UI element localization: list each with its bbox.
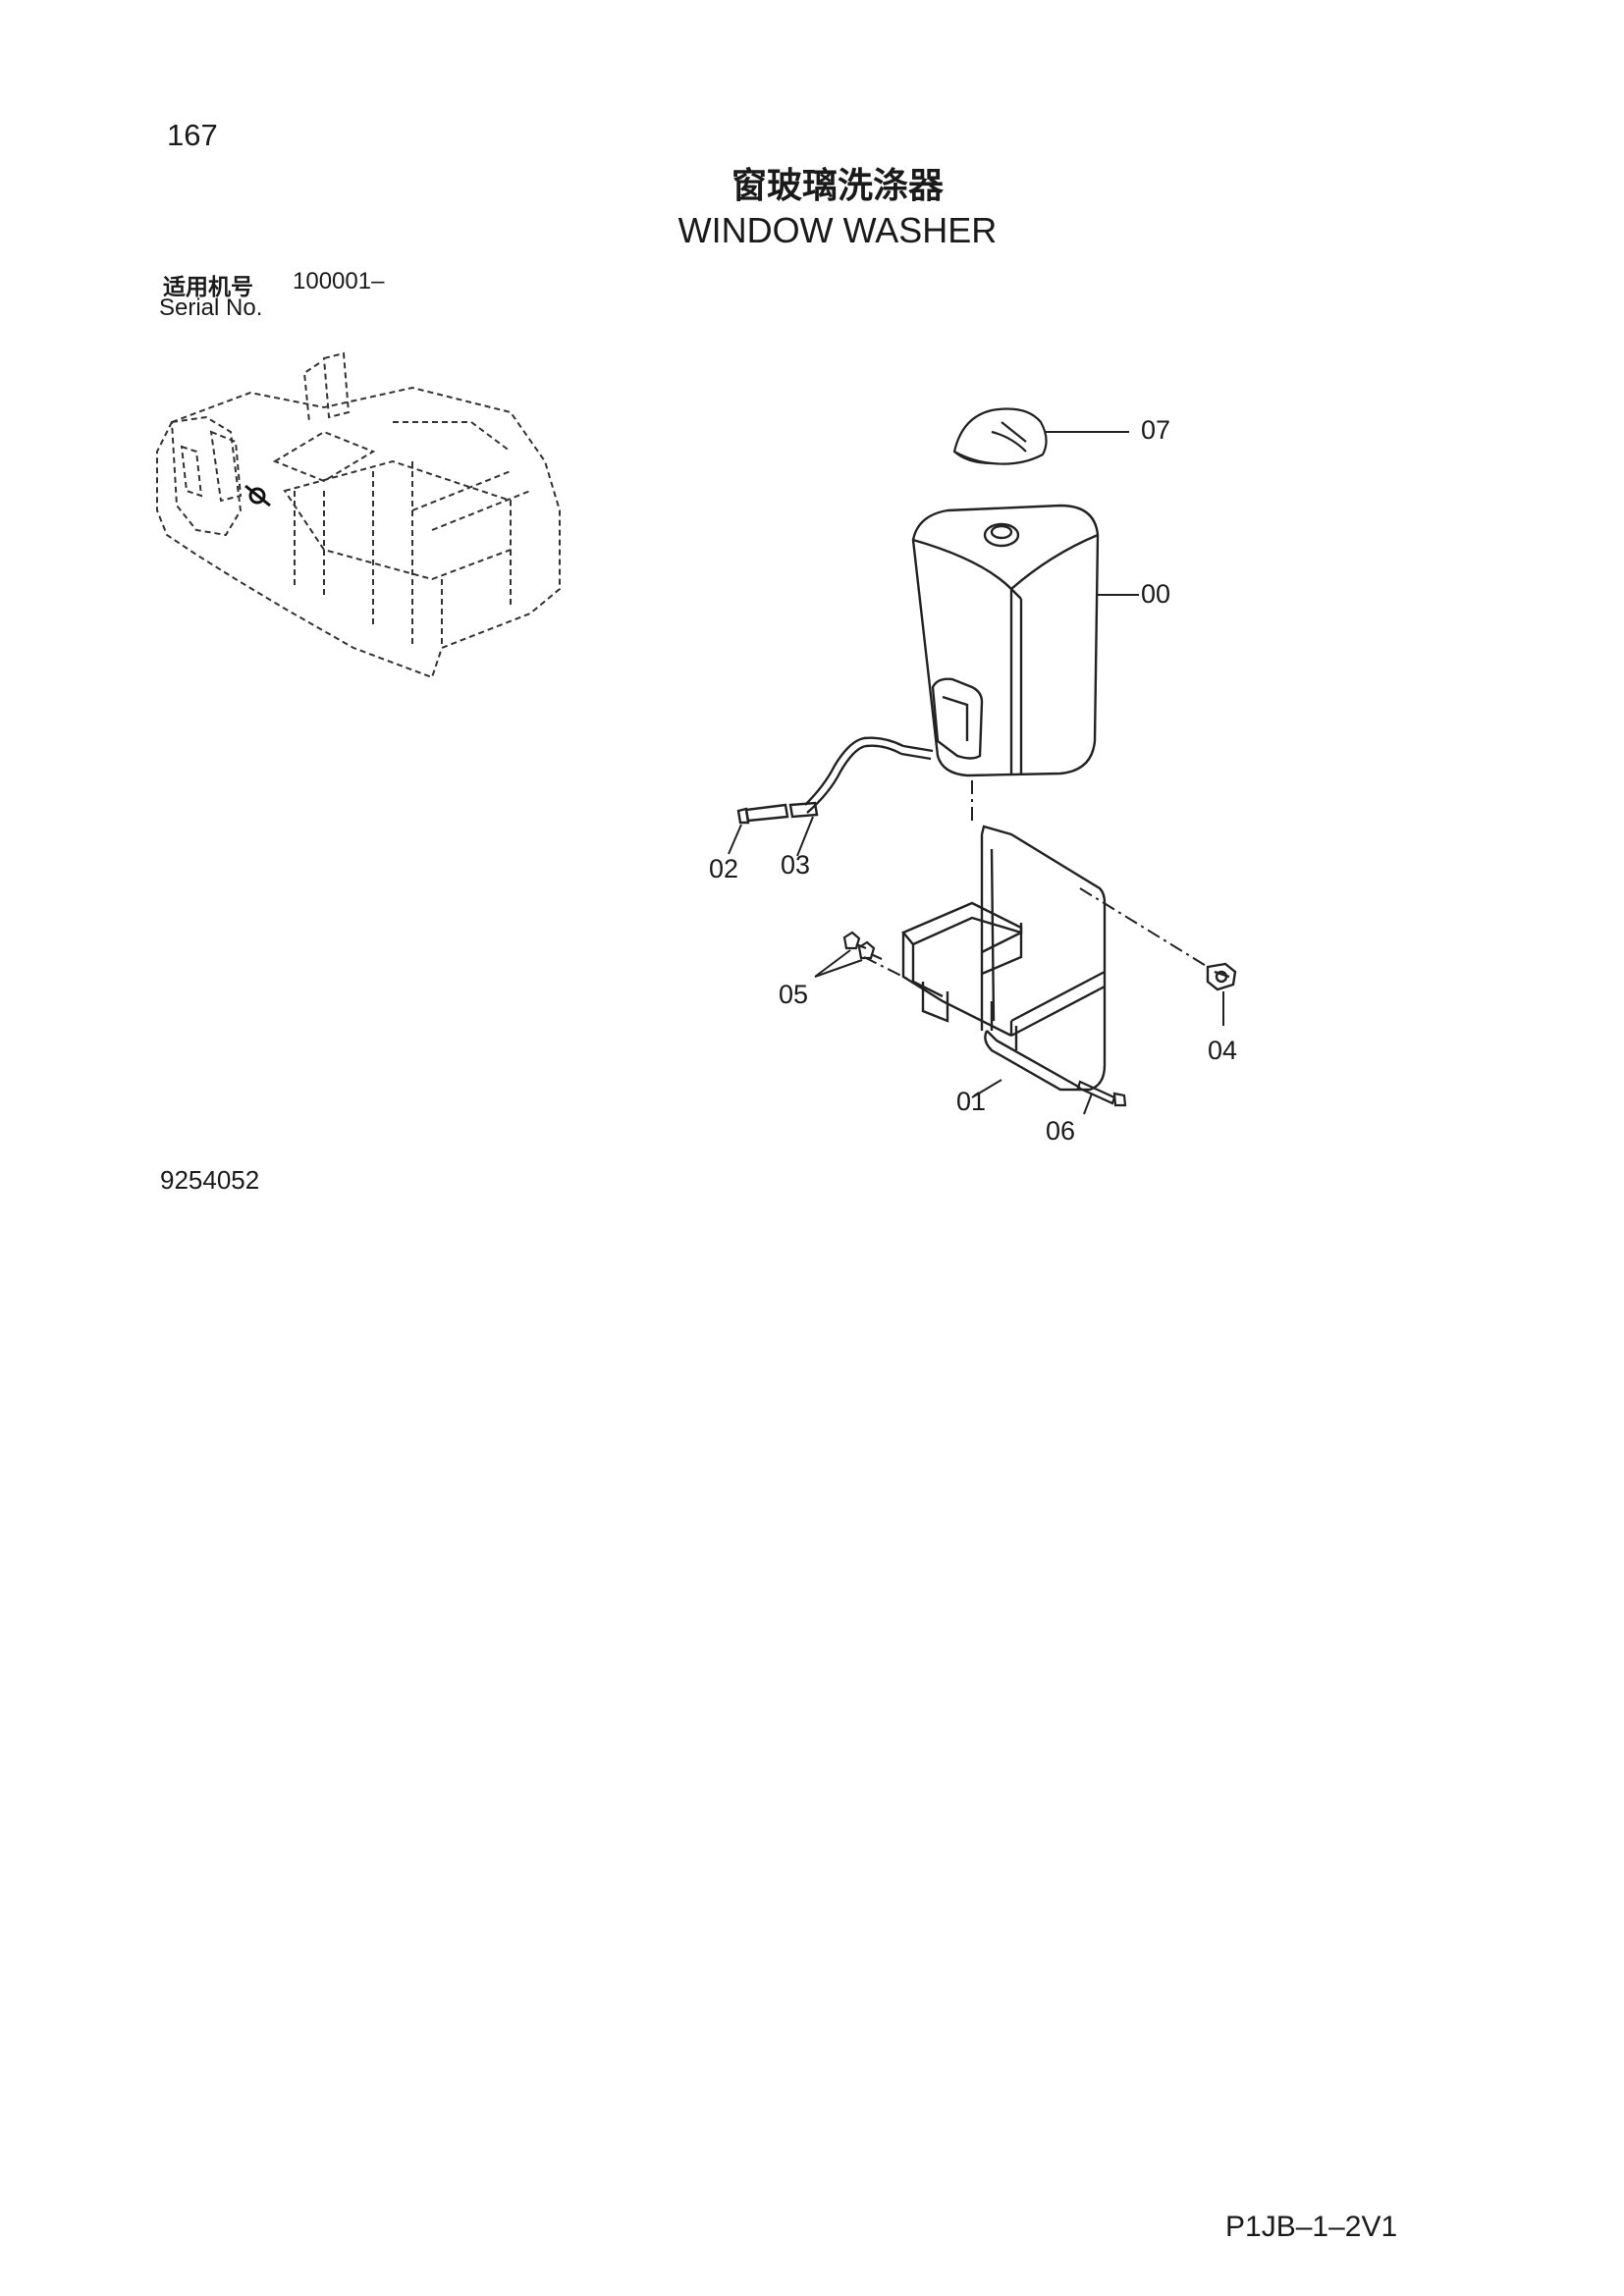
washer-tank-drawing [911,504,1100,777]
serial-number-range: 100001– [293,268,385,294]
bolt-06-drawing [1076,1080,1127,1107]
callout-01: 01 [956,1087,987,1116]
bolts-05-drawing [842,931,883,961]
callout-06: 06 [1046,1116,1076,1146]
page-number: 167 [167,118,218,152]
drawing-number: 9254052 [160,1165,260,1195]
leader-line-06 [1083,1093,1093,1115]
washer-hose-drawing [736,736,934,825]
callout-04: 04 [1208,1036,1238,1065]
callout-03: 03 [781,850,811,880]
assembly-lines [863,780,1209,988]
washer-location-marker [244,484,271,507]
callout-00: 00 [1141,579,1171,609]
machine-locator-drawing [156,351,561,679]
tank-bracket-drawing [901,825,1107,1092]
page-code: P1JB–1–2V1 [1225,2211,1398,2243]
leader-line-03 [796,816,814,857]
callout-07: 07 [1141,415,1171,445]
serial-label-english: Serial No. [159,294,263,321]
callout-02: 02 [709,854,739,883]
leader-line-01 [971,1079,1002,1098]
page-title-chinese: 窗玻璃洗涤器 [731,166,944,206]
page-title-english: WINDOW WASHER [677,210,998,250]
washer-cap-drawing [952,407,1048,465]
bolt-04-drawing [1206,962,1237,991]
serial-label-chinese: 适用机号 [163,275,253,300]
leader-line-05 [814,949,863,978]
leader-line-02 [728,824,742,855]
callout-05: 05 [779,980,809,1009]
